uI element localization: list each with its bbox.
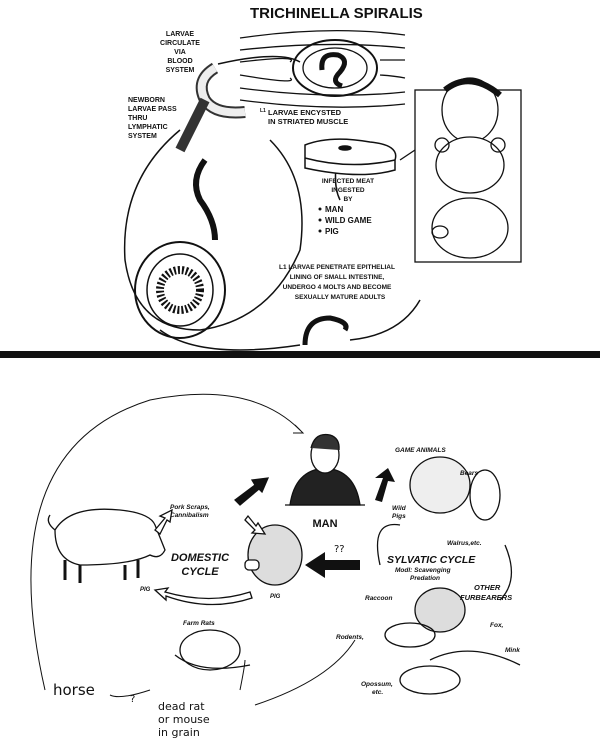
man-label: MAN bbox=[312, 518, 337, 530]
rodents-label: Rodents, bbox=[336, 634, 364, 641]
dead-rat-label-3: in grain bbox=[158, 726, 200, 739]
penetrate-label-1: L1 LARVAE PENETRATE EPITHELIAL bbox=[279, 264, 395, 271]
ingested-label-1: INFECTED MEAT bbox=[322, 178, 374, 185]
mink-label: Mink bbox=[505, 647, 520, 654]
question-label: ? bbox=[130, 694, 135, 705]
sylvatic-sub-1: Modl: Scavenging bbox=[395, 567, 451, 574]
bullet-icon bbox=[318, 218, 322, 222]
encysted-label-2: IN STRIATED MUSCLE bbox=[268, 117, 348, 126]
domestic-label-1: DOMESTIC bbox=[171, 552, 230, 564]
dead-rat-label-1: dead rat bbox=[158, 700, 205, 713]
blood-label-1: LARVAE bbox=[166, 31, 194, 38]
other-label-2: FURBEARERS bbox=[460, 593, 512, 602]
ingested-label-3: BY bbox=[343, 196, 353, 203]
host-wild-game: WILD GAME bbox=[325, 216, 372, 225]
pig-right-label: PIG bbox=[270, 594, 281, 600]
penetrate-label-4: SEXUALLY MATURE ADULTS bbox=[295, 294, 386, 301]
fox-label: Fox, bbox=[490, 622, 504, 629]
farm-rats-label: Farm Rats bbox=[183, 620, 215, 627]
sylvatic-sub-2: Predation bbox=[410, 575, 440, 582]
lymph-label-4: LYMPHATIC bbox=[128, 124, 168, 131]
raccoon-label: Raccoon bbox=[365, 595, 392, 602]
lymph-label-5: SYSTEM bbox=[128, 133, 157, 140]
lymph-label-1: NEWBORN bbox=[128, 97, 165, 104]
blood-label-2: CIRCULATE bbox=[160, 40, 200, 47]
game-to-man-arrow bbox=[375, 468, 395, 502]
outer-cycle-arrows bbox=[30, 393, 356, 706]
penetrate-label-3: UNDERGO 4 MOLTS AND BECOME bbox=[283, 284, 392, 291]
encysted-label-1: LARVAE ENCYSTED bbox=[268, 108, 342, 117]
pig-left-label: PIG bbox=[140, 587, 151, 593]
host-pig: PIG bbox=[325, 227, 339, 236]
sylvatic-label: SYLVATIC CYCLE bbox=[387, 554, 476, 566]
lymph-label-2: LARVAE PASS bbox=[128, 106, 177, 113]
dead-rat-label-2: or mouse bbox=[158, 713, 210, 726]
hosts-box bbox=[399, 77, 522, 263]
pig-right-drawing bbox=[244, 524, 303, 586]
pork-scraps-label-1: Pork Scraps, bbox=[170, 504, 210, 511]
blood-vessel-drawing bbox=[175, 55, 301, 153]
bullet-icon bbox=[318, 229, 322, 233]
host-man: MAN bbox=[325, 205, 343, 214]
penetrate-label-2: LINING OF SMALL INTESTINE, bbox=[290, 274, 385, 281]
other-label-1: OTHER bbox=[474, 583, 501, 592]
intestine-drawing bbox=[123, 129, 421, 351]
pork-scraps-label-2: Cannibalism bbox=[170, 512, 209, 519]
title: TRICHINELLA SPIRALIS bbox=[250, 5, 423, 22]
encysted-sub: L1 bbox=[260, 108, 266, 114]
encysted-larva-drawing bbox=[239, 30, 406, 108]
blood-label-3: VIA bbox=[174, 49, 186, 56]
pig-left-drawing bbox=[47, 508, 166, 583]
wild-pigs-label-1: Wild bbox=[392, 505, 407, 512]
domestic-arrows bbox=[153, 477, 270, 671]
horse-label: horse bbox=[53, 681, 95, 699]
man-drawing bbox=[285, 433, 365, 506]
opossum-label-2: etc. bbox=[372, 689, 383, 696]
game-animals-label: GAME ANIMALS bbox=[395, 447, 446, 454]
section-divider bbox=[0, 351, 600, 358]
walrus-label: Walrus,etc. bbox=[447, 540, 482, 547]
blood-label-5: SYSTEM bbox=[166, 67, 195, 74]
infected-meat-drawing bbox=[304, 138, 397, 176]
opossum-label-1: Opossum, bbox=[361, 681, 393, 688]
ingested-label-2: INGESTED bbox=[331, 187, 365, 194]
sylvatic-animals-drawing bbox=[376, 456, 521, 695]
blood-label-4: BLOOD bbox=[167, 58, 192, 65]
unknown-label: ?? bbox=[334, 544, 345, 555]
bullet-icon bbox=[318, 207, 322, 211]
domestic-label-2: CYCLE bbox=[181, 566, 219, 578]
wild-pigs-label-2: Pigs bbox=[392, 513, 406, 520]
lymph-label-3: THRU bbox=[128, 115, 147, 122]
unknown-arrow bbox=[305, 552, 360, 578]
bears-label: Bears bbox=[460, 470, 478, 477]
